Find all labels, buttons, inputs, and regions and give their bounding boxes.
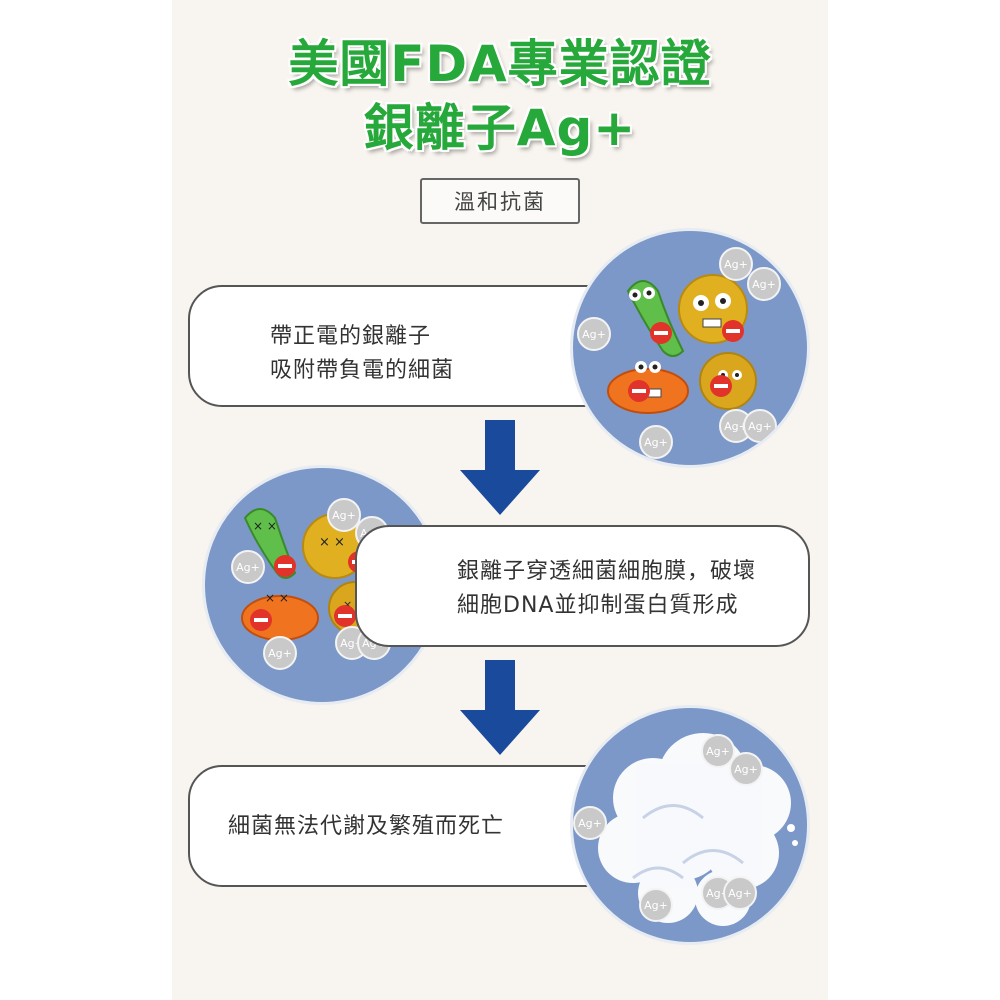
step-3-line-1: 細菌無法代謝及繁殖而死亡: [228, 814, 505, 839]
smoke-cloud-icon: [598, 733, 798, 926]
step-3-box: 細菌無法代謝及繁殖而死亡: [188, 765, 643, 887]
silver-ion-badge: Ag+: [639, 888, 673, 922]
title-line-1: 美國FDA專業認證: [288, 35, 712, 93]
bacteria-illustration-1: [607, 274, 757, 414]
step-2-line-2: 細胞DNA並抑制蛋白質形成: [457, 593, 739, 618]
silver-ion-badge: Ag+: [639, 425, 673, 459]
step-1-line-1: 帶正電的銀離子: [270, 324, 432, 349]
silver-ion-badge: Ag+: [231, 550, 265, 584]
step-2-line-1: 銀離子穿透細菌細胞膜，破壞: [457, 559, 757, 584]
title-line-2: 銀離子Ag+: [363, 99, 637, 157]
step-2-box: 銀離子穿透細菌細胞膜，破壞 細胞DNA並抑制蛋白質形成: [355, 525, 810, 647]
silver-ion-badge: Ag+: [723, 876, 757, 910]
step-1-box: 帶正電的銀離子 吸附帶負電的細菌: [188, 285, 643, 407]
silver-ion-badge: Ag+: [577, 317, 611, 351]
silver-ion-badge: Ag+: [743, 409, 777, 443]
silver-ion-badge: Ag+: [719, 247, 753, 281]
svg-text:× ×: × ×: [253, 519, 277, 533]
step-1-line-2: 吸附帶負電的細菌: [270, 358, 455, 383]
down-arrow-icon: [460, 420, 540, 515]
tag-label: 溫和抗菌: [420, 178, 580, 224]
silver-ion-badge: Ag+: [747, 267, 781, 301]
svg-text:× ×: × ×: [319, 535, 345, 550]
silver-ion-badge: Ag+: [573, 806, 607, 840]
silver-ion-badge: Ag+: [729, 752, 763, 786]
green-bacterium-icon: [626, 280, 685, 357]
bacteria-circle-1: Ag+ Ag+ Ag+ Ag+ Ag+ Ag+: [570, 228, 810, 468]
down-arrow-icon: [460, 660, 540, 755]
bacteria-circle-3: Ag+ Ag+ Ag+ Ag+ Ag+ Ag+: [570, 705, 810, 945]
svg-text:× ×: × ×: [265, 591, 289, 605]
silver-ion-badge: Ag+: [263, 636, 297, 670]
